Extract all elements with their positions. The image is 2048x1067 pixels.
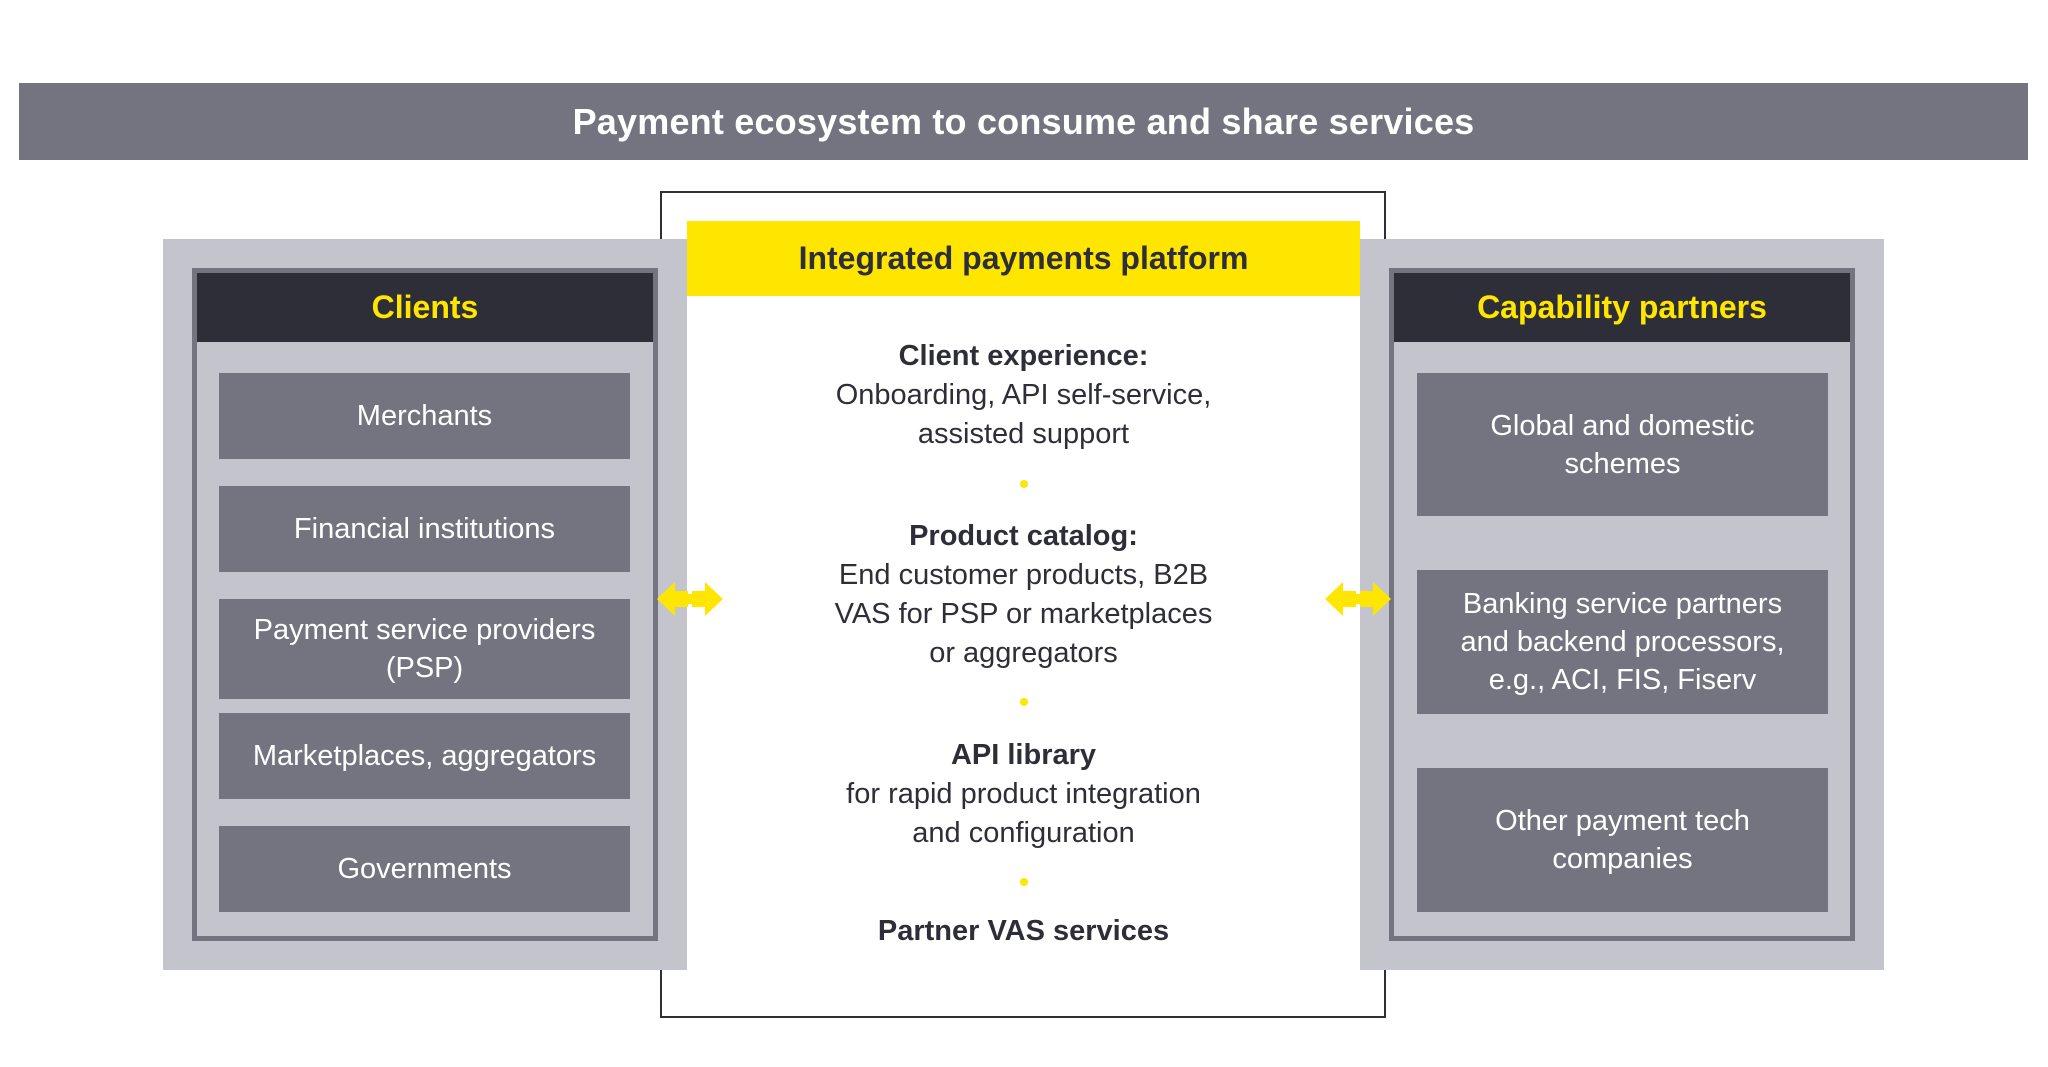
separator-dot	[1020, 878, 1028, 886]
double-arrow-icon	[657, 582, 723, 616]
double-arrow-icon	[1325, 582, 1391, 616]
separator-dot	[1020, 698, 1028, 706]
client-item-label: Financial institutions	[293, 513, 556, 545]
arrow-head-left	[657, 582, 688, 616]
client-item-psp: Payment service providers (PSP)	[219, 599, 630, 699]
separator-dot	[1020, 480, 1028, 488]
partner-item-label: Global and domestic schemes	[1490, 409, 1755, 480]
partner-item-label: Other payment tech companies	[1495, 805, 1750, 875]
arrow-connector	[687, 594, 693, 604]
section-body: End customer products, B2B VAS for PSP o…	[834, 559, 1213, 669]
section-body: for rapid product integration and config…	[846, 778, 1201, 849]
title-banner: Payment ecosystem to consume and share s…	[19, 83, 2028, 160]
client-item-label: Merchants	[356, 400, 493, 432]
platform-section-client-experience: Client experience: Onboarding, API self-…	[687, 337, 1360, 454]
partner-item-schemes: Global and domestic schemes	[1417, 373, 1828, 516]
section-heading: API library	[950, 739, 1097, 771]
partner-item-label: Banking service partners and backend pro…	[1460, 588, 1785, 696]
section-heading: Client experience:	[898, 340, 1149, 372]
platform-panel: Integrated payments platform Client expe…	[687, 221, 1360, 970]
capability-partners-title: Capability partners	[1477, 289, 1767, 325]
client-item-governments: Governments	[219, 826, 630, 912]
arrow-head-right	[1360, 582, 1391, 616]
arrow-connector	[1355, 594, 1361, 604]
platform-section-api-library: API library for rapid product integratio…	[687, 736, 1360, 853]
section-heading: Partner VAS services	[877, 915, 1170, 947]
platform-section-product-catalog: Product catalog: End customer products, …	[687, 517, 1360, 673]
clients-header: Clients	[197, 273, 653, 342]
capability-partners-header: Capability partners	[1394, 273, 1850, 342]
partner-item-banking: Banking service partners and backend pro…	[1417, 570, 1828, 714]
client-item-label: Marketplaces, aggregators	[252, 740, 597, 772]
diagram-title: Payment ecosystem to consume and share s…	[572, 100, 1475, 142]
partner-item-other-tech: Other payment tech companies	[1417, 768, 1828, 912]
client-item-marketplaces: Marketplaces, aggregators	[219, 713, 630, 799]
section-body: Onboarding, API self-service, assisted s…	[835, 379, 1212, 450]
client-item-label: Payment service providers (PSP)	[253, 614, 596, 684]
platform-header: Integrated payments platform	[687, 221, 1360, 296]
arrow-head-right	[692, 582, 723, 616]
client-item-merchants: Merchants	[219, 373, 630, 459]
client-item-financial-institutions: Financial institutions	[219, 486, 630, 572]
client-item-label: Governments	[337, 853, 512, 885]
clients-title: Clients	[371, 289, 479, 325]
platform-title: Integrated payments platform	[798, 240, 1249, 276]
arrow-head-left	[1325, 582, 1356, 616]
platform-section-partner-vas: Partner VAS services	[687, 912, 1360, 951]
section-heading: Product catalog:	[909, 520, 1138, 552]
